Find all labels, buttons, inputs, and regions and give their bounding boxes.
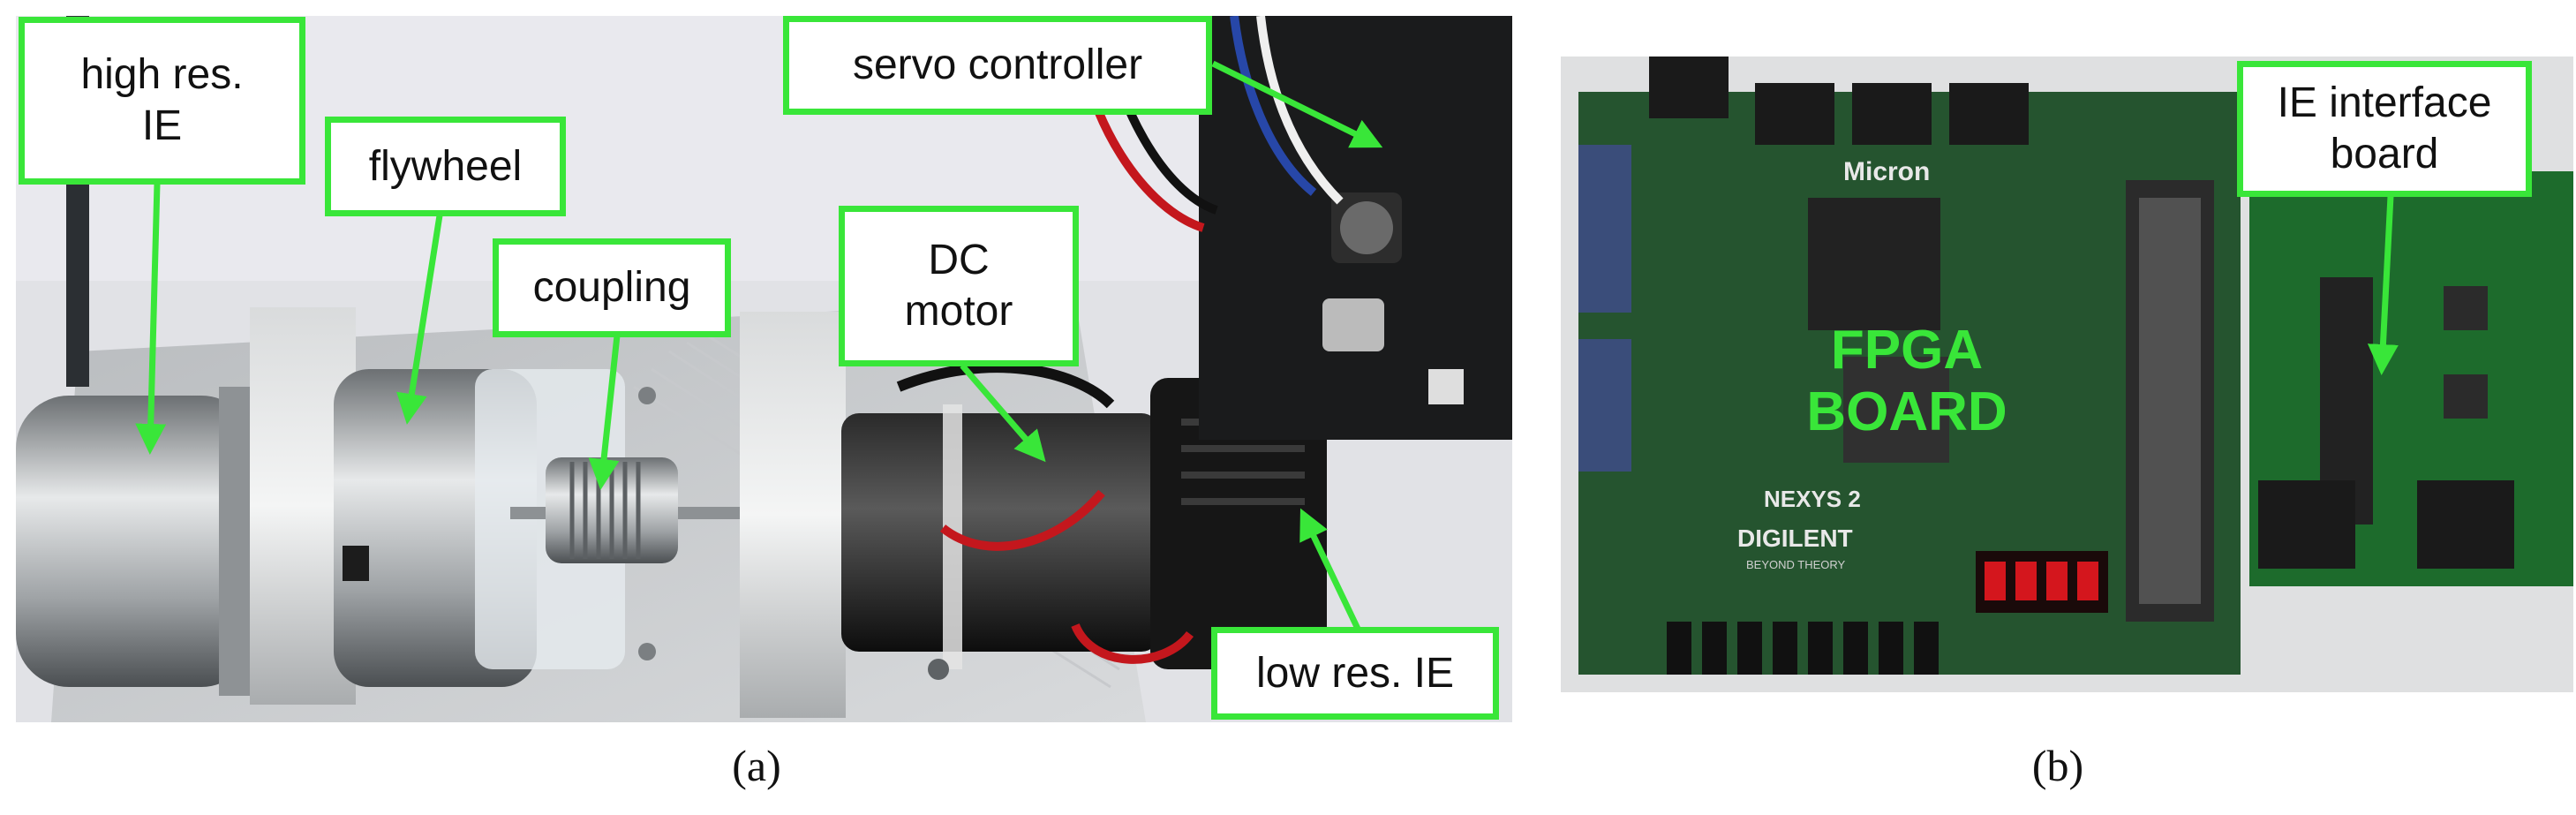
label-fpga-board: FPGA BOARD [1806, 320, 2007, 442]
digilent-text: DIGILENT [1737, 524, 1853, 552]
beyond-theory-text: BEYOND THEORY [1746, 558, 1846, 571]
label-flywheel: flywheel [325, 117, 566, 216]
label-dc-motor: DC motor [839, 206, 1079, 366]
label-low-res-ie: low res. IE [1211, 627, 1499, 720]
fpga-chip [1843, 357, 1949, 463]
micron-logo-text: Micron [1843, 157, 1930, 186]
caption-a: (a) [732, 741, 781, 790]
fpga-scene: Micron NEXYS 2 DIGILENT BEYOND THEORY [1561, 57, 2573, 692]
right-bracket [740, 312, 846, 718]
micron-chip [1808, 198, 1940, 330]
vga-connector [1578, 145, 1631, 313]
label-servo-controller: servo controller [783, 16, 1212, 115]
caption-b: (b) [2031, 741, 2084, 790]
dc-motor-body [841, 413, 1159, 652]
high-res-encoder [16, 396, 254, 687]
label-coupling: coupling [493, 238, 731, 337]
nexys-text: NEXYS 2 [1764, 486, 1861, 512]
label-high-res-ie: high res. IE [19, 17, 305, 185]
photo-fpga-boards: Micron NEXYS 2 DIGILENT BEYOND THEORY [1561, 57, 2573, 692]
label-ie-interface-board: IE interface board [2237, 61, 2532, 197]
